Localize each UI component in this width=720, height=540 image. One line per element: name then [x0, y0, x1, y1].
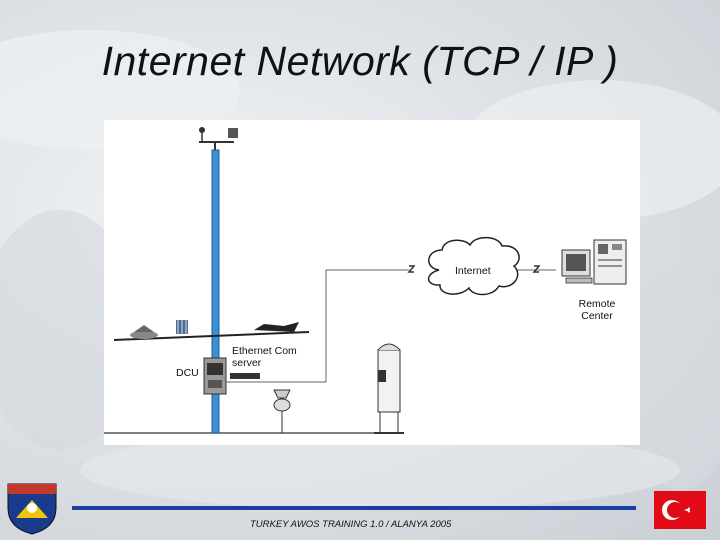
temperature-sensor-icon	[273, 389, 291, 433]
remote-center-label: Remote Center	[578, 298, 616, 322]
footer-text: TURKEY AWOS TRAINING 1.0 / ALANYA 2005	[250, 519, 452, 530]
remote-computer-icon	[561, 239, 627, 285]
modem-icon-left	[407, 265, 416, 273]
slide-title: Internet Network (TCP / IP )	[101, 38, 619, 84]
internet-cloud	[427, 236, 520, 296]
dcu-box	[203, 357, 227, 395]
ethernet-label: Ethernet Com server	[232, 345, 297, 369]
network-diagram: Internet Remote Center DCU Ethernet Com …	[104, 120, 640, 445]
network-cable	[226, 269, 409, 383]
precipitation-sensor-icon	[374, 343, 404, 434]
wind-sensors-icon	[199, 127, 238, 150]
com-server-device	[230, 373, 260, 379]
modem-icon-right	[532, 265, 541, 273]
footer-divider	[72, 506, 636, 510]
internet-label: Internet	[455, 265, 491, 277]
turkey-flag	[654, 491, 706, 529]
metgem-logo	[7, 483, 57, 535]
dcu-label: DCU	[176, 367, 199, 379]
boom-instruments-icon	[130, 320, 299, 339]
